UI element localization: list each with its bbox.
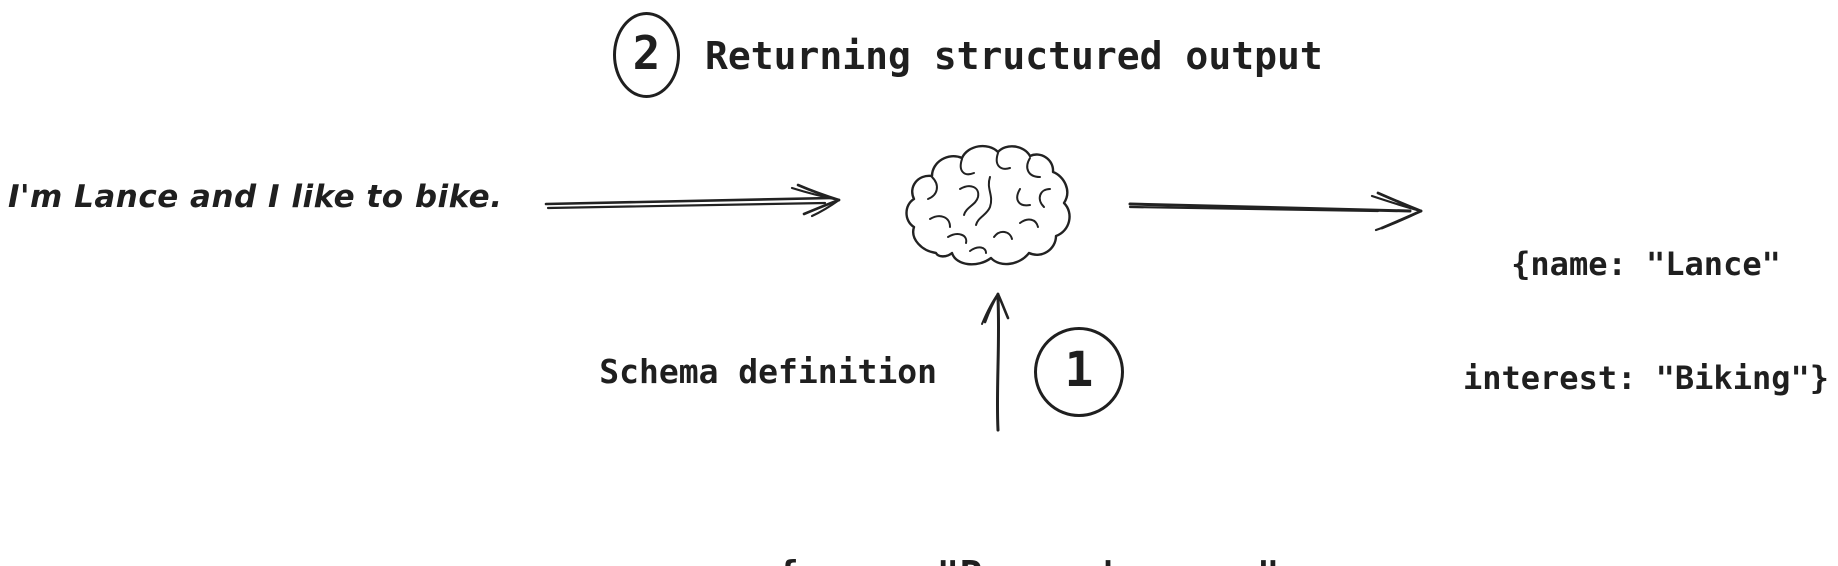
step-2-number: 2 <box>632 26 661 80</box>
output-line-1: {name: "Lance" <box>1511 245 1781 283</box>
output-line-2: interest: "Biking"} <box>1462 359 1830 397</box>
arrow-right-icon <box>1126 184 1428 234</box>
step-1-number: 1 <box>1064 342 1094 398</box>
step-1-badge: 1 <box>1034 327 1124 417</box>
arrow-up-icon <box>974 290 1024 435</box>
step-2-badge: 2 <box>613 12 680 98</box>
schema-line-1: {name: "Person's name" <box>678 556 1378 566</box>
brain-sketch-icon <box>902 141 1077 279</box>
structured-output-text: {name: "Lance" interest: "Biking"} <box>1430 169 1838 473</box>
schema-definition-text: {name: "Person's name" interest: "Person… <box>678 478 1378 566</box>
step-1-label: Schema definition <box>599 352 937 391</box>
step-2-label: Returning structured output <box>705 34 1323 78</box>
arrow-right-icon <box>542 178 847 224</box>
input-sentence: I'm Lance and I like to bike. <box>8 179 503 215</box>
